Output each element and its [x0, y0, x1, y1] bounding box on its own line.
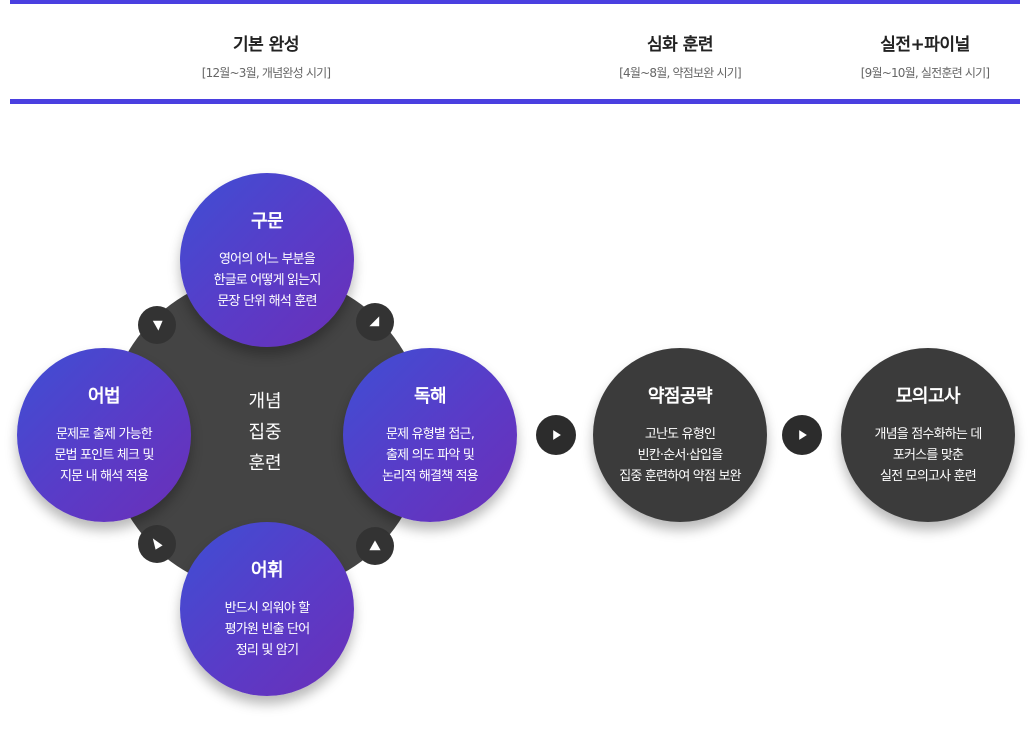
step-desc: 고난도 유형인 빈칸·순서·삽입을 집중 훈련하여 약점 보완 [619, 427, 741, 484]
phase-final: 실전+파이널 [9월~10월, 실전훈련 시기] [845, 30, 1005, 81]
triangle-arrow-icon [138, 525, 176, 563]
phase-period: [4월~8월, 약점보완 시기] [619, 66, 741, 80]
node-syntax: 구문 영어의 어느 부분을 한글로 어떻게 읽는지 문장 단위 해석 훈련 [180, 173, 354, 347]
center-line: 집중 [248, 422, 282, 443]
node-title: 어법 [87, 386, 121, 407]
step-weakness: 약점공략 고난도 유형인 빈칸·순서·삽입을 집중 훈련하여 약점 보완 [593, 348, 767, 522]
top-divider [10, 0, 1020, 4]
step-title: 약점공략 [647, 386, 713, 407]
node-grammar: 어법 문제로 출제 가능한 문법 포인트 체크 및 지문 내 해석 적용 [17, 348, 191, 522]
triangle-arrow-icon [356, 527, 394, 565]
node-reading: 독해 문제 유형별 접근, 출제 의도 파악 및 논리적 해결책 적용 [343, 348, 517, 522]
node-desc: 문제 유형별 접근, 출제 의도 파악 및 논리적 해결책 적용 [382, 427, 479, 484]
node-title: 구문 [250, 211, 284, 232]
phase-title: 기본 완성 [233, 35, 299, 55]
triangle-arrow-icon [356, 303, 394, 341]
node-desc: 영어의 어느 부분을 한글로 어떻게 읽는지 문장 단위 해석 훈련 [213, 252, 321, 309]
node-desc: 문제로 출제 가능한 문법 포인트 체크 및 지문 내 해석 적용 [54, 427, 154, 484]
phase-title: 실전+파이널 [880, 35, 970, 55]
step-desc: 개념을 점수화하는 데 포커스를 맞춘 실전 모의고사 훈련 [874, 427, 982, 484]
triangle-arrow-icon [138, 306, 176, 344]
phase-period: [9월~10월, 실전훈련 시기] [860, 66, 990, 80]
phase-period: [12월~3월, 개념완성 시기] [201, 66, 331, 80]
bottom-divider [10, 99, 1020, 104]
phase-advanced: 심화 훈련 [4월~8월, 약점보완 시기] [600, 30, 760, 81]
node-desc: 반드시 외워야 할 평가원 빈출 단어 정리 및 암기 [224, 601, 311, 658]
play-arrow-icon [782, 415, 822, 455]
node-title: 어휘 [250, 560, 284, 581]
phase-basic: 기본 완성 [12월~3월, 개념완성 시기] [186, 30, 346, 81]
node-title: 독해 [413, 386, 447, 407]
phase-title: 심화 훈련 [647, 35, 713, 55]
center-line: 훈련 [248, 453, 282, 474]
play-arrow-icon [536, 415, 576, 455]
cycle-center-label: 개념 집중 훈련 [230, 386, 300, 479]
center-line: 개념 [248, 391, 282, 412]
step-title: 모의고사 [895, 386, 961, 407]
step-mock-exam: 모의고사 개념을 점수화하는 데 포커스를 맞춘 실전 모의고사 훈련 [841, 348, 1015, 522]
node-vocabulary: 어휘 반드시 외워야 할 평가원 빈출 단어 정리 및 암기 [180, 522, 354, 696]
